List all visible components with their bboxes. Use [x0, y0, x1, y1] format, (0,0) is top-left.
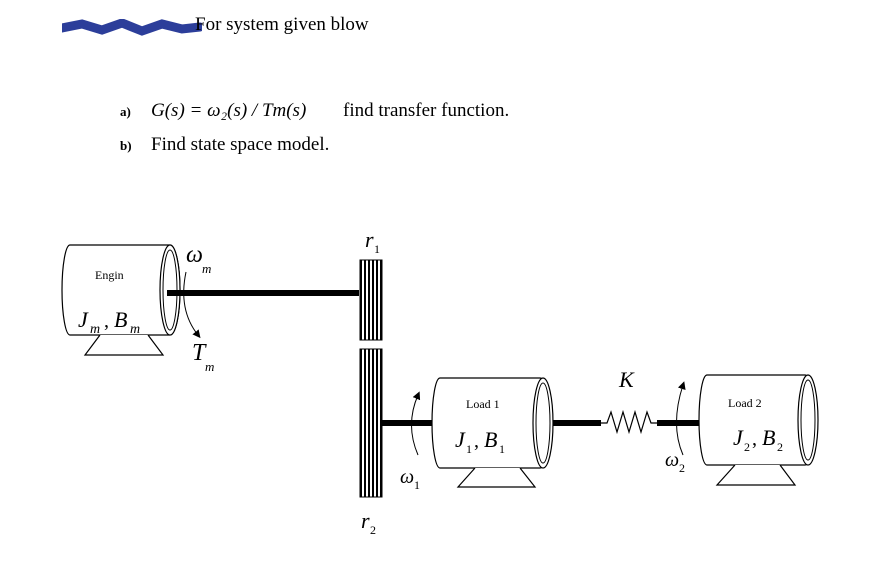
question-a-formula: G(s) = ω₂(s) / Tm(s) [151, 100, 307, 121]
omega-m-sub: m [202, 261, 211, 276]
load1-label: Load 1 [466, 397, 500, 411]
engine-motor [61, 244, 181, 356]
omega-m-arrow [183, 271, 201, 339]
problem-title: For system given blow [195, 14, 369, 35]
omega-m-symbol: ω [186, 242, 203, 268]
engine-shaft [167, 290, 359, 296]
engine-B-sub: m [130, 322, 140, 337]
svg-text:,: , [104, 310, 109, 332]
gear-load1-shaft [382, 420, 438, 426]
omega2-arrow [676, 381, 686, 456]
engine-params: J m , B m [78, 307, 140, 337]
question-a-text: find transfer function. [343, 100, 510, 121]
r2-symbol: r [361, 508, 370, 533]
question-b-text: Find state space model. [151, 134, 330, 155]
load1-params: J 1 , B 1 [455, 427, 505, 456]
load2-params: J 2 , B 2 [733, 425, 783, 454]
torque-sub: m [205, 359, 214, 374]
omega1-arrow [411, 391, 421, 456]
load2-B: B [762, 425, 775, 450]
load1-body [431, 377, 554, 488]
question-a-marker: a) [120, 104, 131, 119]
load1-J-sub: 1 [466, 442, 472, 456]
engine-J: J [78, 307, 89, 332]
load2-body [698, 374, 819, 486]
omega1-symbol: ω [400, 466, 414, 488]
r1-symbol: r [365, 227, 374, 252]
r1-sub: 1 [374, 242, 380, 256]
load2-J-sub: 2 [744, 440, 750, 454]
gear-r1 [359, 259, 383, 341]
spring-load2-shaft [657, 420, 703, 426]
omega2-symbol: ω [665, 449, 679, 471]
spring-K [601, 409, 657, 435]
load2-label: Load 2 [728, 396, 762, 410]
load2-J: J [733, 425, 744, 450]
spring-label: K [618, 367, 635, 392]
load1-J: J [455, 427, 466, 452]
omega1-sub: 1 [414, 478, 420, 492]
load1-B-sub: 1 [499, 442, 505, 456]
engine-label: Engin [95, 268, 124, 282]
r2-sub: 2 [370, 523, 376, 537]
gear-r2 [359, 348, 383, 498]
svg-text:,: , [474, 430, 479, 452]
load2-B-sub: 2 [777, 440, 783, 454]
engine-J-sub: m [90, 322, 100, 337]
load1-B: B [484, 427, 497, 452]
load1-spring-shaft [553, 420, 601, 426]
redaction-scribble [62, 19, 202, 36]
omega2-sub: 2 [679, 461, 685, 475]
engine-B: B [114, 307, 127, 332]
svg-text:,: , [752, 428, 757, 450]
torque-symbol: T [192, 340, 207, 366]
question-b-marker: b) [120, 138, 132, 153]
